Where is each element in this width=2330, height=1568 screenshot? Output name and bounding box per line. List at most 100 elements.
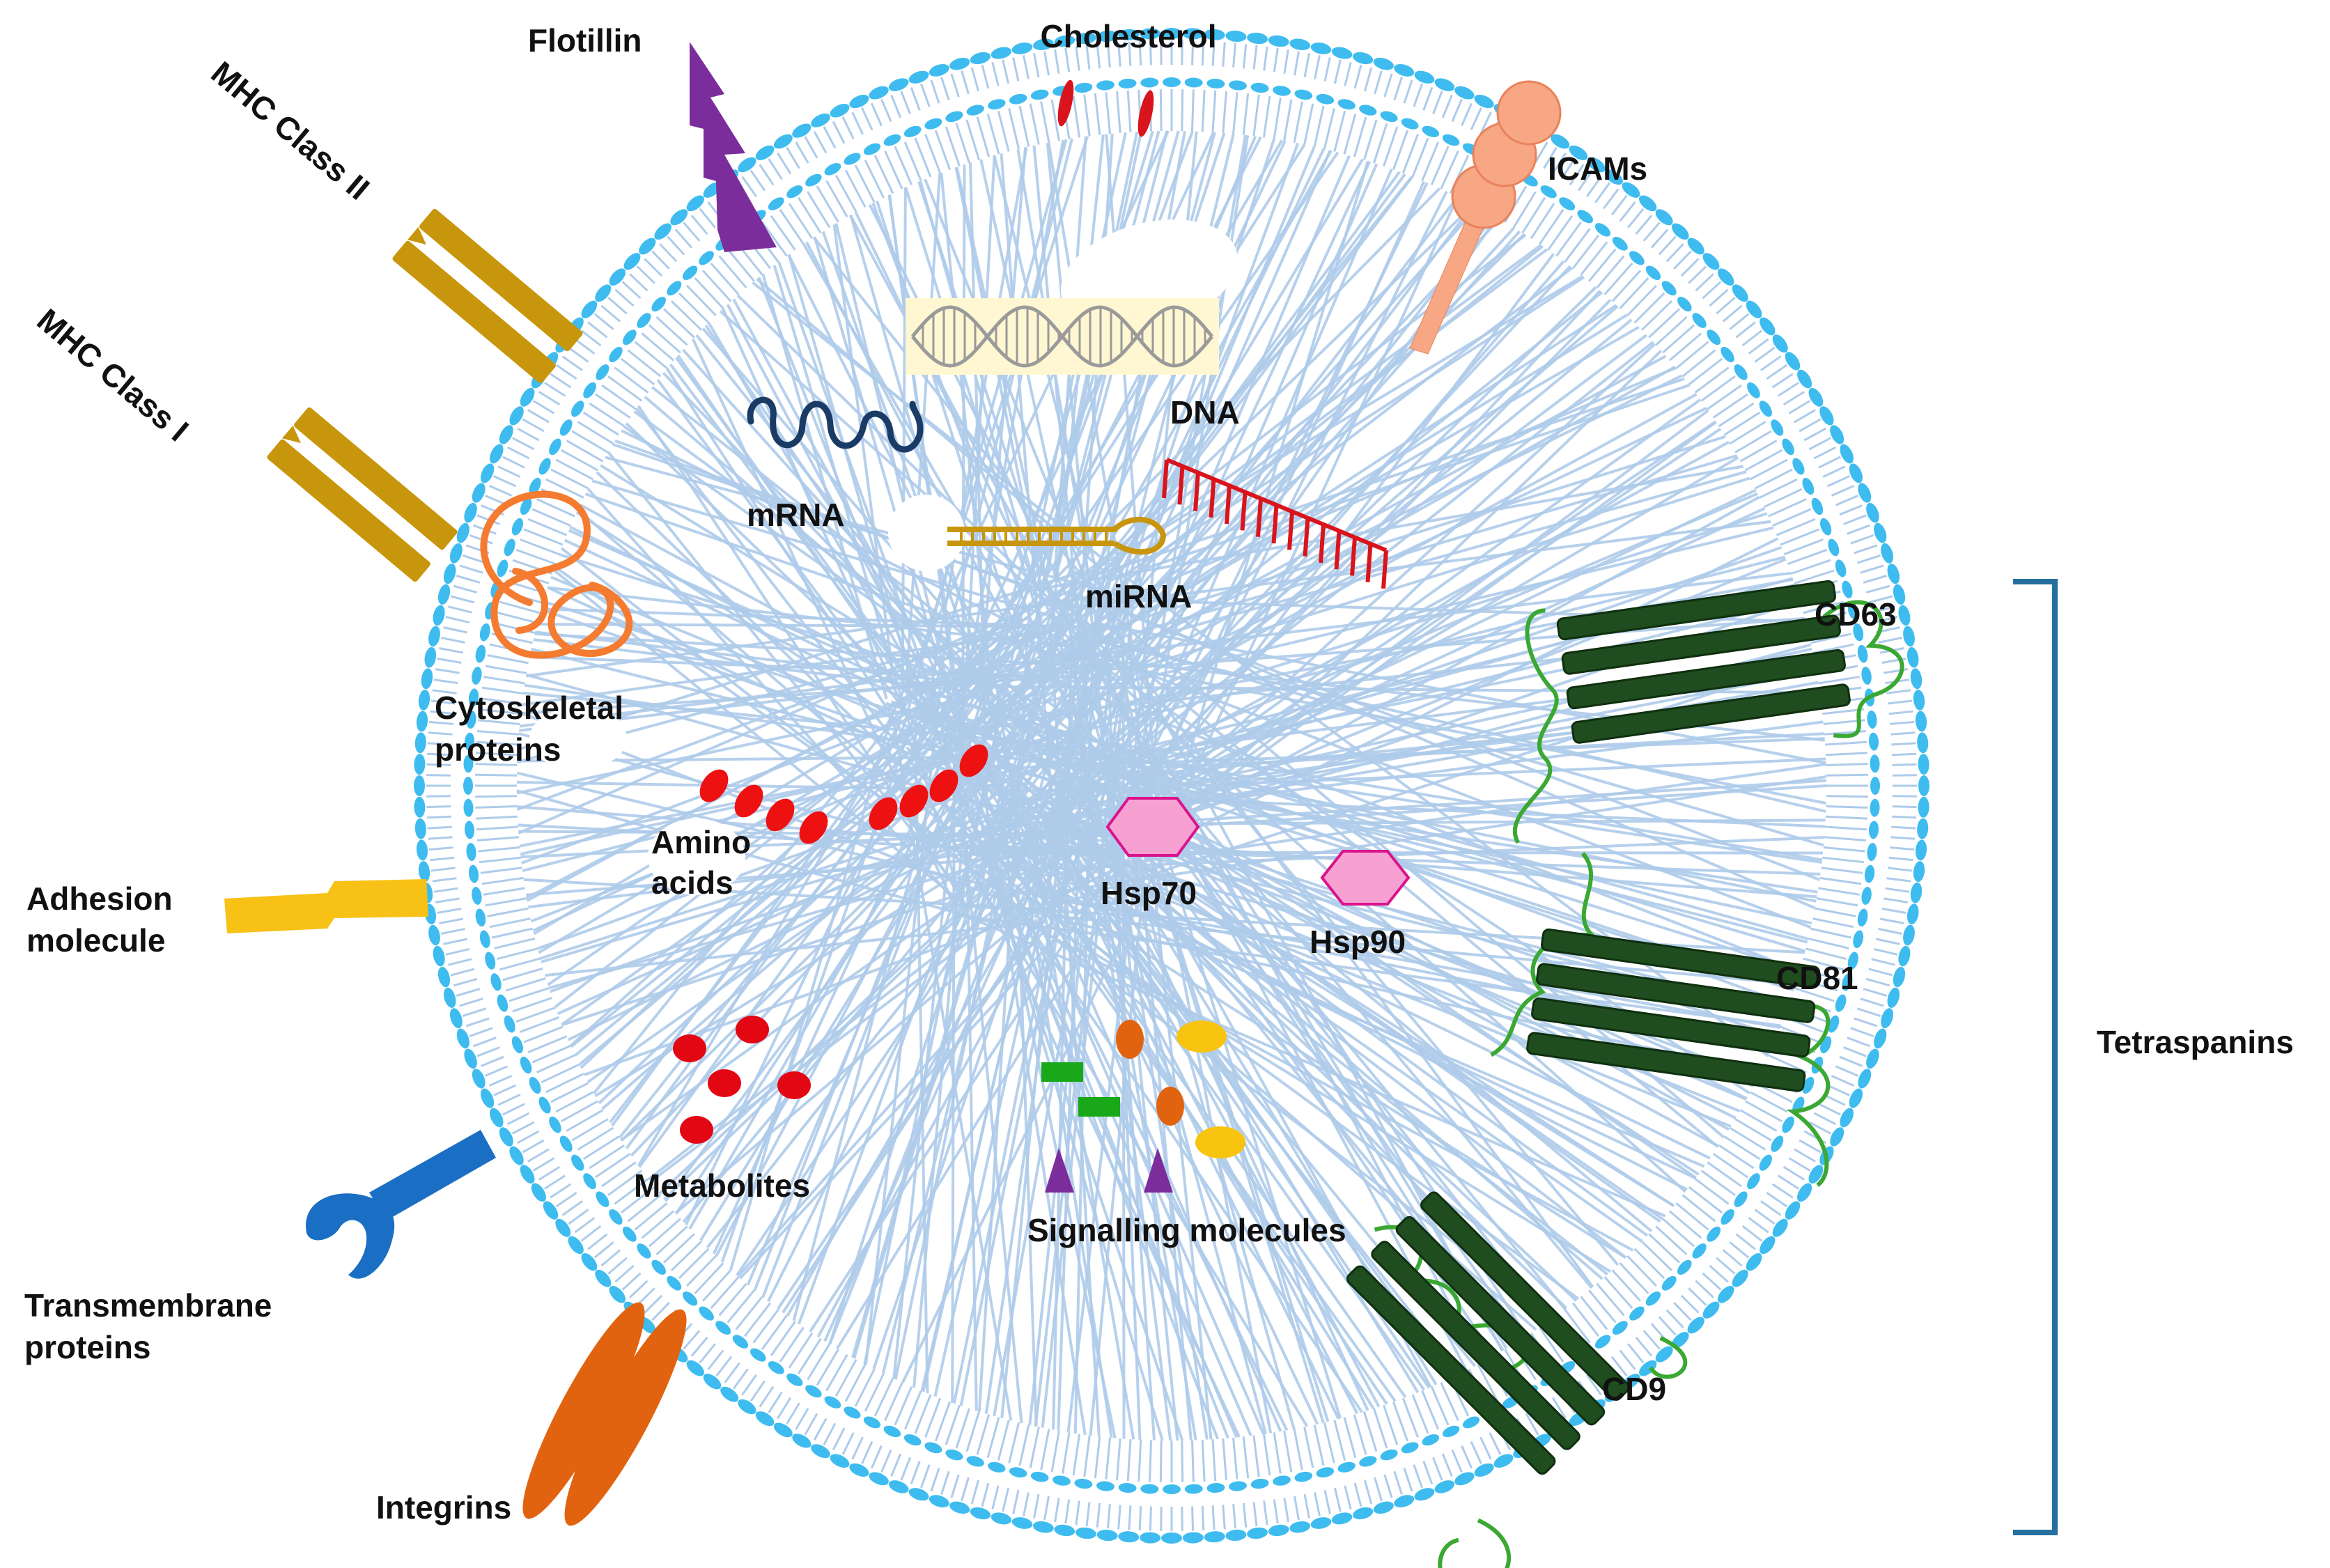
lipid-tail bbox=[786, 1402, 800, 1425]
lipid-head bbox=[1732, 1269, 1748, 1287]
fibre bbox=[987, 176, 1414, 734]
lipid-head bbox=[883, 1425, 901, 1438]
lipid-tail bbox=[1252, 94, 1260, 137]
lipid-head bbox=[1639, 1360, 1657, 1376]
lipid-tail bbox=[1062, 1432, 1071, 1474]
lipid-head bbox=[1835, 559, 1847, 577]
lipid-tail bbox=[1451, 98, 1463, 123]
lipid-tail bbox=[841, 1432, 855, 1455]
lipid-head bbox=[583, 1173, 596, 1190]
lipid-tail bbox=[1128, 41, 1132, 66]
lipid-tail bbox=[1383, 73, 1393, 98]
lipid-head bbox=[1707, 329, 1721, 346]
lipid-head bbox=[1747, 382, 1760, 398]
lipid-tail bbox=[761, 222, 788, 257]
lipid-tail bbox=[1695, 273, 1714, 292]
lipid-tail bbox=[750, 1380, 766, 1402]
lipid-head bbox=[1442, 134, 1460, 146]
lipid-tail bbox=[483, 887, 525, 896]
lipid-tail bbox=[1603, 1276, 1633, 1310]
dna-fragment-tooth bbox=[1350, 537, 1357, 576]
lipid-head bbox=[1910, 668, 1923, 690]
lipid-tail bbox=[456, 988, 481, 997]
lipid-tail bbox=[759, 164, 775, 186]
lipid-head bbox=[1906, 646, 1919, 668]
lipid-head bbox=[468, 688, 479, 707]
lipid-head bbox=[1316, 93, 1335, 104]
lipid-tail bbox=[1422, 1461, 1434, 1485]
lipid-tail bbox=[1126, 90, 1132, 132]
lipid-head bbox=[654, 223, 672, 240]
dna-fragment-icon bbox=[1162, 458, 1388, 589]
lipid-tail bbox=[508, 987, 550, 1002]
fibre bbox=[952, 900, 1057, 1404]
lipid-tail bbox=[1650, 228, 1669, 249]
lipid-tail bbox=[1818, 676, 1860, 685]
lipid-head bbox=[903, 1434, 922, 1446]
lipid-tail bbox=[1812, 643, 1854, 654]
lipid-tail bbox=[515, 1006, 557, 1023]
lipid-tail bbox=[1826, 763, 1868, 766]
lipid-head bbox=[1594, 223, 1611, 237]
lipid-tail bbox=[577, 1126, 614, 1151]
lipid-tail bbox=[1252, 1435, 1260, 1477]
lipid-tail bbox=[1489, 1432, 1502, 1455]
lipid-tail bbox=[1640, 1241, 1673, 1271]
lipid-tail bbox=[761, 1314, 788, 1350]
lipid-tail bbox=[1303, 1427, 1314, 1468]
fibre bbox=[1128, 792, 1325, 1423]
lipid-tail bbox=[816, 1349, 839, 1386]
lipid-head bbox=[945, 111, 963, 123]
lipid-head bbox=[1868, 732, 1879, 751]
lipid-head bbox=[531, 1183, 546, 1202]
lipid-head bbox=[1687, 238, 1704, 255]
lipid-head bbox=[1184, 1484, 1203, 1494]
lipid-tail bbox=[795, 1408, 809, 1430]
dna-fragment-tooth bbox=[1209, 479, 1216, 518]
lipid-tail bbox=[629, 1280, 648, 1298]
lipid-tail bbox=[940, 76, 950, 101]
amino-acid bbox=[799, 811, 828, 844]
adhesion-label-2: molecule bbox=[26, 922, 165, 958]
lipid-tail bbox=[851, 1436, 864, 1460]
lipid-tail bbox=[981, 64, 990, 89]
lipid-tail bbox=[1688, 357, 1723, 386]
lipid-head bbox=[1842, 973, 1853, 991]
transmembrane-label-2: proteins bbox=[24, 1329, 150, 1365]
lipid-tail bbox=[1263, 1500, 1268, 1526]
metabolites-label: Metabolites bbox=[634, 1167, 810, 1204]
lipid-head bbox=[863, 143, 881, 155]
fibre bbox=[959, 761, 1091, 1406]
lipid-head bbox=[424, 646, 437, 668]
lipid-tail bbox=[1564, 1308, 1591, 1344]
lipid-tail bbox=[976, 116, 991, 157]
lipid-head bbox=[888, 1480, 909, 1493]
lipid-head bbox=[699, 1306, 714, 1321]
lipid-tail bbox=[527, 409, 550, 424]
lipid-tail bbox=[940, 1470, 950, 1496]
dna-fragment-tooth bbox=[1381, 550, 1388, 589]
lipid-tail bbox=[1262, 95, 1271, 138]
lipid-tail bbox=[945, 1404, 961, 1445]
lipid-head bbox=[1918, 754, 1929, 775]
lipid-head bbox=[991, 1512, 1012, 1525]
fibre bbox=[554, 632, 1034, 1009]
lipid-head bbox=[504, 538, 515, 557]
lipid-head bbox=[1594, 1335, 1611, 1349]
lipid-tail bbox=[435, 668, 460, 674]
lipid-head bbox=[703, 1374, 722, 1390]
lipid-tail bbox=[1729, 1241, 1750, 1259]
lipid-head bbox=[529, 1076, 541, 1094]
lipid-tail bbox=[587, 1233, 608, 1250]
lipid-tail bbox=[532, 400, 555, 414]
lipid-tail bbox=[1748, 1217, 1769, 1234]
lipid-tail bbox=[644, 1294, 663, 1314]
lipid-head bbox=[1118, 78, 1137, 89]
lipid-head bbox=[595, 1269, 612, 1287]
lipid-tail bbox=[807, 191, 831, 228]
lipid-tail bbox=[1734, 1118, 1772, 1142]
lipid-tail bbox=[910, 1461, 921, 1485]
fibre bbox=[1020, 763, 1826, 880]
fibre bbox=[926, 266, 1574, 763]
fibre bbox=[1018, 161, 1372, 915]
